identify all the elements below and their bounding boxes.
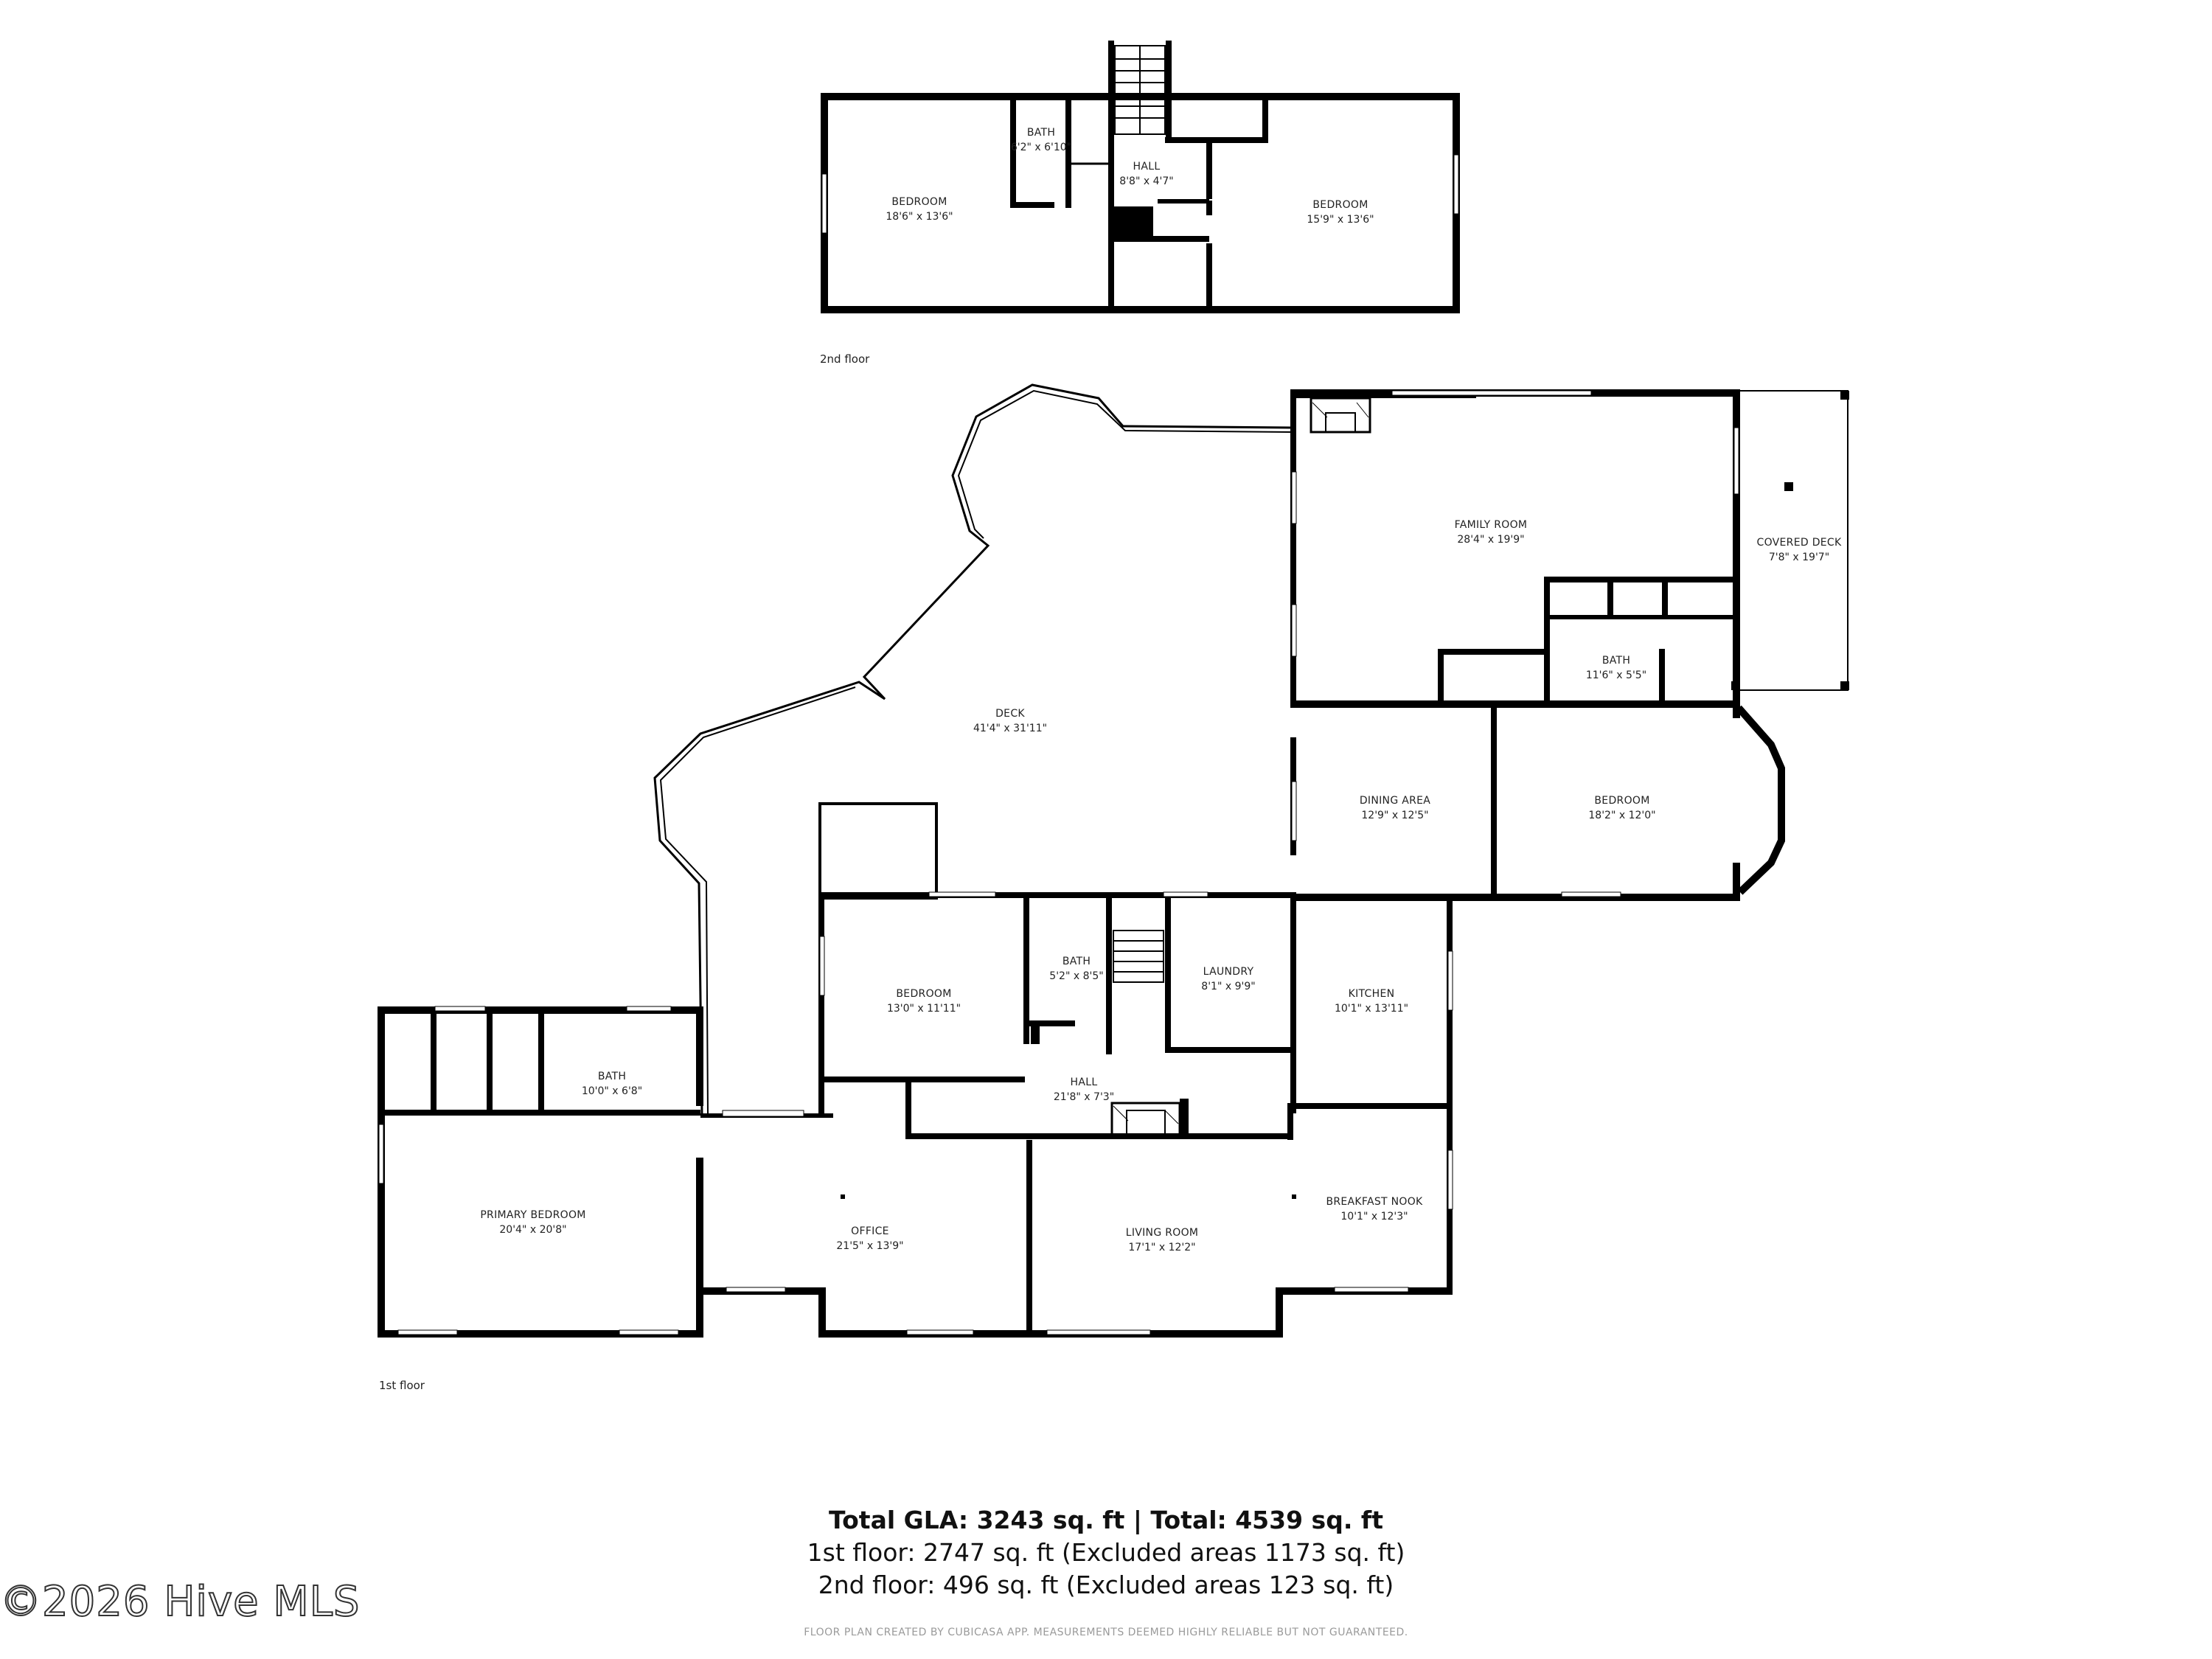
first-floor-plan (378, 383, 1849, 1338)
fireplace-icon (1310, 397, 1371, 434)
room-dims: 13'0" x 11'11" (887, 1003, 961, 1015)
stair-icon (1113, 930, 1164, 983)
room-dims: 20'4" x 20'8" (499, 1224, 566, 1236)
room-labels: BEDROOM 18'6" x 13'6" BATH 6'2" x 6'10" … (379, 127, 1842, 1392)
floor-label-second: 2nd floor (820, 352, 870, 366)
room-dims: 21'5" x 13'9" (836, 1240, 903, 1252)
area-summary: Total GLA: 3243 sq. ft | Total: 4539 sq.… (0, 1504, 2212, 1601)
room-name: LAUNDRY (1203, 966, 1254, 978)
room-dims: 7'8" x 19'7" (1769, 552, 1829, 563)
room-name: BEDROOM (896, 988, 951, 1000)
room-name: COVERED DECK (1757, 537, 1842, 549)
room-name: BATH (1027, 127, 1055, 139)
second-floor-plan (821, 41, 1460, 313)
room-name: HALL (1133, 161, 1161, 173)
room-dims: 10'1" x 12'3" (1340, 1211, 1408, 1222)
floor-label-first: 1st floor (379, 1379, 425, 1392)
disclaimer: FLOOR PLAN CREATED BY CUBICASA APP. MEAS… (804, 1627, 1408, 1638)
watermark: ©2026 Hive MLS (0, 1577, 361, 1627)
stair-icon (1114, 45, 1166, 135)
total-area: Total GLA: 3243 sq. ft | Total: 4539 sq.… (829, 1506, 1383, 1534)
deck-outline (653, 383, 1293, 1116)
room-name: LIVING ROOM (1126, 1227, 1199, 1239)
room-dims: 21'8" x 7'3" (1054, 1091, 1114, 1103)
room-dims: 11'6" x 5'5" (1586, 669, 1646, 681)
fireplace-icon (1110, 1102, 1181, 1137)
room-dims: 18'2" x 12'0" (1588, 810, 1655, 821)
room-dims: 10'1" x 13'11" (1335, 1003, 1408, 1015)
room-name: OFFICE (851, 1225, 889, 1237)
room-dims: 10'0" x 6'8" (582, 1085, 642, 1097)
room-name: BEDROOM (891, 196, 947, 208)
room-dims: 8'8" x 4'7" (1119, 175, 1173, 187)
room-dims: 28'4" x 19'9" (1457, 534, 1524, 546)
room-name: BREAKFAST NOOK (1326, 1196, 1423, 1208)
room-name: FAMILY ROOM (1455, 519, 1528, 531)
room-dims: 12'9" x 12'5" (1361, 810, 1428, 821)
room-dims: 15'9" x 13'6" (1307, 214, 1374, 226)
room-name: KITCHEN (1349, 988, 1395, 1000)
room-dims: 6'2" x 6'10" (1011, 142, 1071, 153)
room-name: BEDROOM (1594, 795, 1649, 807)
room-dims: 8'1" x 9'9" (1201, 981, 1255, 992)
room-dims: 5'2" x 8'5" (1049, 970, 1103, 982)
room-name: BEDROOM (1312, 199, 1368, 211)
room-name: BATH (1602, 655, 1630, 667)
room-name: HALL (1071, 1077, 1098, 1088)
room-dims: 18'6" x 13'6" (886, 211, 953, 223)
room-name: DINING AREA (1360, 795, 1430, 807)
room-name: BATH (1062, 956, 1091, 967)
room-name: PRIMARY BEDROOM (480, 1209, 585, 1221)
room-dims: 41'4" x 31'11" (973, 723, 1047, 734)
room-name: BATH (598, 1071, 626, 1082)
room-dims: 17'1" x 12'2" (1128, 1242, 1195, 1253)
second-floor-area: 2nd floor: 496 sq. ft (Excluded areas 12… (818, 1571, 1394, 1599)
room-name: DECK (995, 708, 1025, 720)
first-floor-area: 1st floor: 2747 sq. ft (Excluded areas 1… (807, 1538, 1405, 1567)
